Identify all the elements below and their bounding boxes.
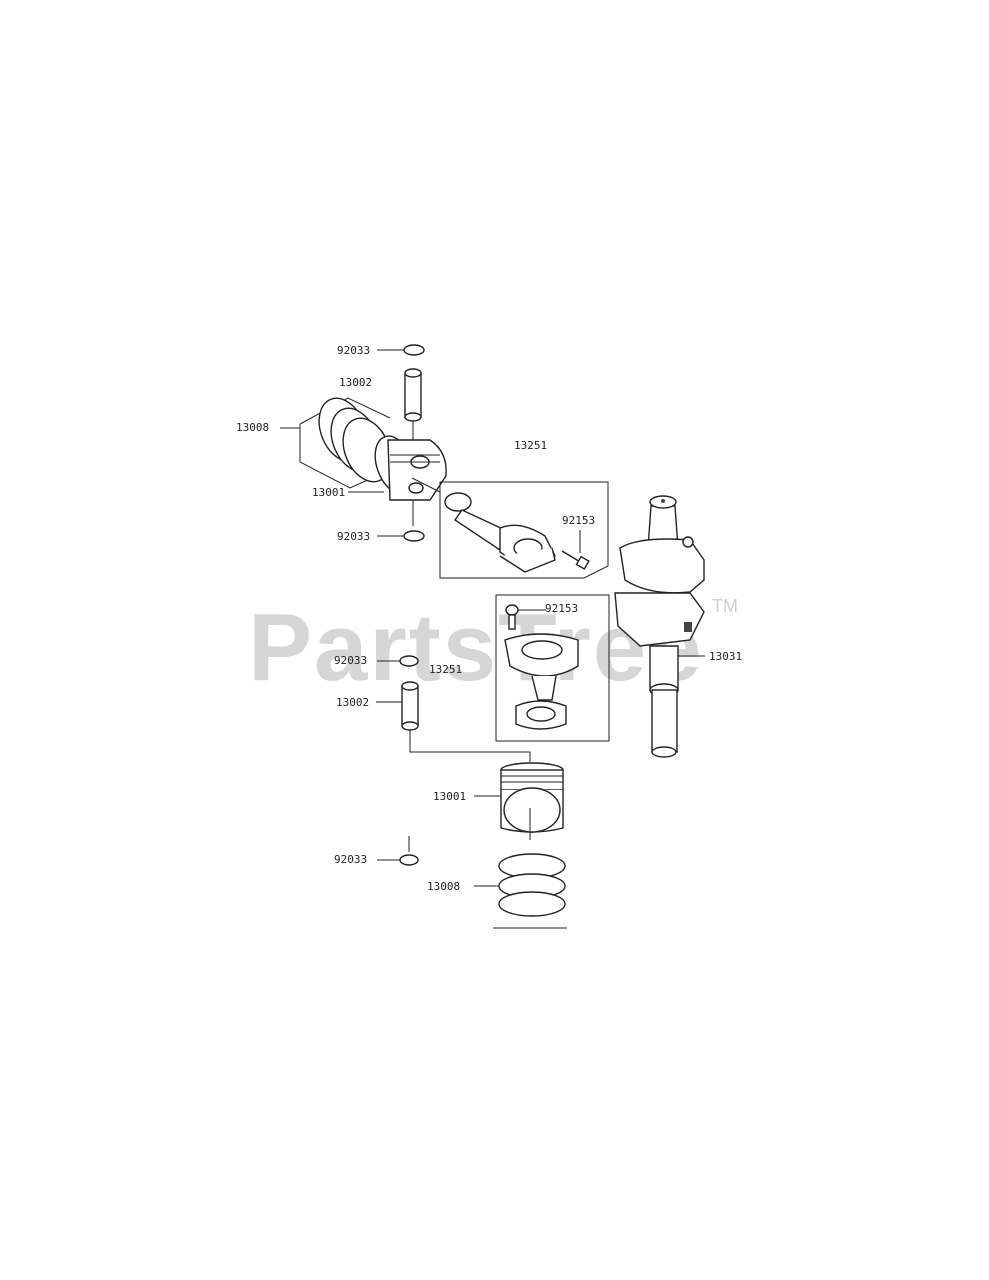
callout-92033[interactable]: 92033 [334,654,367,667]
callout-13001[interactable]: 13001 [433,790,466,803]
piston-lower[interactable] [500,762,564,833]
callout-92153[interactable]: 92153 [562,514,595,527]
callout-13008[interactable]: 13008 [427,880,460,893]
leader-line [411,477,441,493]
callout-13251[interactable]: 13251 [514,439,547,452]
piston-upper[interactable] [368,431,447,501]
snap-ring-upper-bottom[interactable] [403,530,425,542]
connecting-rod-lower[interactable] [504,633,579,730]
piston-pin-upper[interactable] [404,368,422,422]
callout-92153[interactable]: 92153 [545,602,578,615]
lower-piston-assembly [376,655,567,929]
callout-92033[interactable]: 92033 [337,344,370,357]
snap-ring-lower-bottom[interactable] [399,854,419,866]
leader-line [409,730,531,762]
upper-piston-assembly [280,344,447,542]
connecting-rod-upper[interactable] [444,492,556,573]
watermark-trademark: TM [712,596,738,616]
lower-conrod-box [495,594,610,742]
snap-ring-lower-top[interactable] [399,655,419,667]
callout-13008[interactable]: 13008 [236,421,269,434]
callout-13001[interactable]: 13001 [312,486,345,499]
callout-13031[interactable]: 13031 [709,650,742,663]
upper-conrod-box [411,477,609,579]
conrod-bolt-lower[interactable] [505,604,519,630]
ring-bracket [299,397,391,425]
callout-13002[interactable]: 13002 [339,376,372,389]
conrod-bolt-upper[interactable] [561,550,590,570]
piston-rings-lower[interactable] [498,853,566,917]
callout-92033[interactable]: 92033 [334,853,367,866]
callout-13251[interactable]: 13251 [429,663,462,676]
callout-13002[interactable]: 13002 [336,696,369,709]
snap-ring-top[interactable] [403,344,425,356]
callout-92033[interactable]: 92033 [337,530,370,543]
piston-pin-lower[interactable] [401,681,419,731]
crankshaft[interactable] [614,495,705,758]
